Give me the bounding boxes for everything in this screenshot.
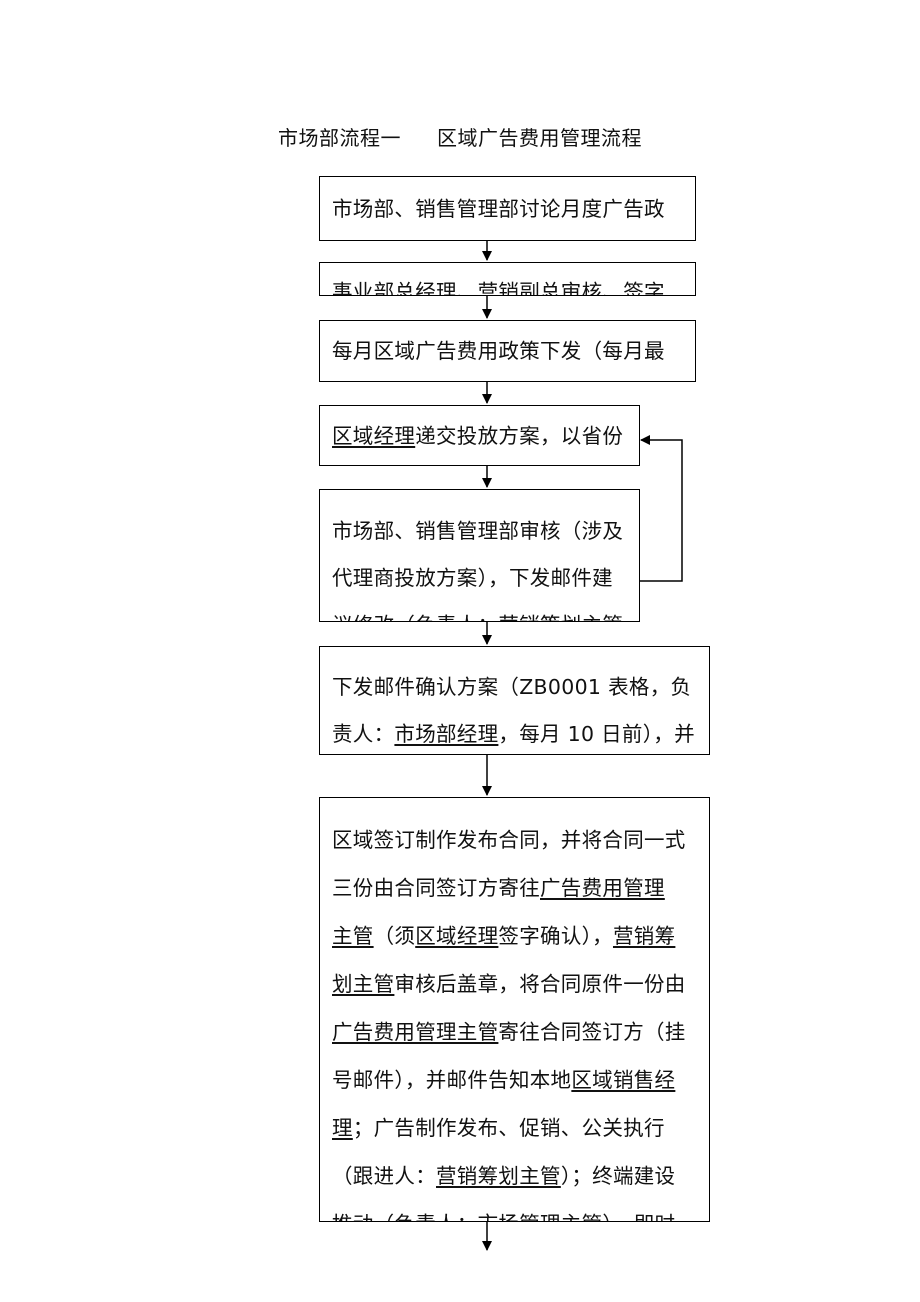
text-segment: ，每月 10 日前），并: [498, 722, 695, 746]
underlined-term: 区域销售经: [571, 1068, 676, 1092]
step-7-line-8: （跟进人：营销筹划主管）；终端建设: [332, 1152, 697, 1200]
text-segment: ）；终端建设: [560, 1164, 676, 1188]
underlined-term: 主管: [332, 924, 374, 948]
text-segment: 事业部总经理、营销副总审核、签字: [332, 280, 665, 296]
text-segment: 下发邮件确认方案（ZB0001 表格，负: [332, 675, 692, 699]
step-7-line-2: 三份由合同签订方寄往广告费用管理: [332, 864, 697, 912]
text-segment: 每月区域广告费用政策下发（每月最: [332, 339, 665, 363]
step-7-line-6: 号邮件），并邮件告知本地区域销售经: [332, 1056, 697, 1104]
text-segment: 区域签订制作发布合同，并将合同一式: [332, 828, 686, 852]
text-segment: 责人：: [332, 722, 395, 746]
step-3-line-1: 每月区域广告费用政策下发（每月最: [332, 337, 683, 366]
step-5-line-3: 议修改（负责人：营销策划主管: [332, 602, 627, 621]
text-segment: 三份由合同签订方寄往: [332, 876, 540, 900]
step-7-line-4: 划主管审核后盖章，将合同原件一份由: [332, 960, 697, 1008]
underlined-term: 区域经理: [332, 424, 416, 448]
step-box-4: 区域经理递交投放方案，以省份: [319, 405, 640, 466]
text-segment: （跟进人：: [332, 1164, 436, 1188]
step-1-line-1: 市场部、销售管理部讨论月度广告政: [332, 195, 683, 224]
text-segment: 市场部、销售管理部审核（涉及: [332, 519, 624, 543]
feedback-arrow-5-4: [640, 435, 683, 582]
text-segment: 推动（负责人：市场管理主管），即时: [332, 1212, 675, 1221]
underlined-term: 广告费用管理: [540, 876, 665, 900]
step-7-line-7: 理；广告制作发布、促销、公关执行: [332, 1104, 697, 1152]
step-box-7: 区域签订制作发布合同，并将合同一式三份由合同签订方寄往广告费用管理主管（须区域经…: [319, 797, 710, 1222]
step-2-line-1: 事业部总经理、营销副总审核、签字: [332, 278, 683, 296]
underlined-term: 市场部经理: [394, 722, 499, 746]
step-7-line-9: 推动（负责人：市场管理主管），即时: [332, 1200, 697, 1221]
step-box-5: 市场部、销售管理部审核（涉及代理商投放方案），下发邮件建议修改（负责人：营销策划…: [319, 489, 640, 622]
step-5-line-2: 代理商投放方案），下发邮件建: [332, 555, 627, 602]
text-segment: 号邮件），并邮件告知本地: [332, 1068, 572, 1092]
step-7-line-1: 区域签订制作发布合同，并将合同一式: [332, 816, 697, 864]
text-segment: 市场部、销售管理部讨论月度广告政: [332, 197, 665, 221]
text-segment: 寄往合同签订方（挂: [498, 1020, 686, 1044]
text-segment: 审核后盖章，将合同原件一份由: [394, 972, 686, 996]
step-7-line-5: 广告费用管理主管寄往合同签订方（挂: [332, 1008, 697, 1056]
text-segment: ；广告制作发布、促销、公关执行: [352, 1116, 665, 1140]
step-4-line-1: 区域经理递交投放方案，以省份: [332, 422, 627, 451]
step-box-6: 下发邮件确认方案（ZB0001 表格，负责人：市场部经理，每月 10 日前），并: [319, 646, 710, 755]
underlined-term: 理: [332, 1116, 353, 1140]
step-box-1: 市场部、销售管理部讨论月度广告政: [319, 176, 696, 241]
text-segment: 签字确认），: [498, 924, 613, 948]
underlined-term: 营销筹划主管: [436, 1164, 561, 1188]
text-segment: 递交投放方案，以省份: [415, 424, 624, 448]
step-box-2: 事业部总经理、营销副总审核、签字: [319, 262, 696, 296]
underlined-term: 广告费用管理主管: [332, 1020, 499, 1044]
step-7-line-3: 主管（须区域经理签字确认），营销筹: [332, 912, 697, 960]
step-box-3: 每月区域广告费用政策下发（每月最: [319, 320, 696, 382]
underlined-term: 区域经理: [415, 924, 499, 948]
text-segment: （须: [373, 924, 416, 948]
text-segment: 议修改（负责人：营销策划主管: [332, 613, 623, 621]
step-5-line-1: 市场部、销售管理部审核（涉及: [332, 508, 627, 555]
title-left: 市场部流程一: [278, 126, 401, 150]
step-6-line-2: 责人：市场部经理，每月 10 日前），并: [332, 711, 697, 754]
title-right: 区域广告费用管理流程: [437, 126, 642, 150]
underlined-term: 营销筹: [612, 924, 676, 948]
text-segment: 代理商投放方案），下发邮件建: [332, 566, 613, 590]
underlined-term: 划主管: [332, 972, 395, 996]
page-title: 市场部流程一 区域广告费用管理流程: [0, 122, 920, 151]
step-6-line-1: 下发邮件确认方案（ZB0001 表格，负: [332, 664, 697, 711]
